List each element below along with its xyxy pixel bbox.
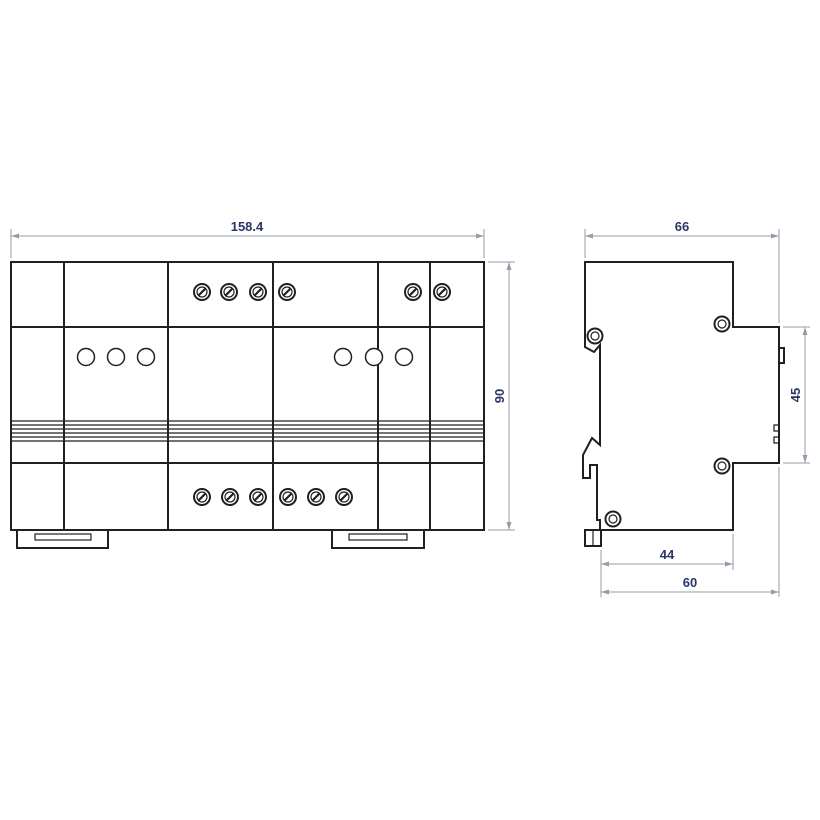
side-clip-tab <box>778 347 785 364</box>
front-height-label: 90 <box>492 389 507 403</box>
led-indicator-icon <box>333 347 353 367</box>
led-indicator-icon <box>394 347 414 367</box>
side-screw-icon <box>586 327 604 345</box>
screw-icon <box>306 487 326 507</box>
front-view <box>10 261 485 549</box>
screw-icon <box>219 282 239 302</box>
side-depth-66-dimension: 66 <box>584 219 780 323</box>
screw-icon <box>278 487 298 507</box>
screw-icon <box>403 282 423 302</box>
front-width-dimension: 158.4 <box>10 219 485 258</box>
side-depth-60-label: 60 <box>683 575 697 590</box>
side-depth-66-label: 66 <box>675 219 689 234</box>
side-view <box>582 261 785 547</box>
screw-icon <box>248 282 268 302</box>
side-depth-44-label: 44 <box>660 547 675 562</box>
front-width-label: 158.4 <box>231 219 264 234</box>
led-indicator-icon <box>76 347 96 367</box>
side-body-outline <box>582 261 780 531</box>
front-height-dimension: 90 <box>488 261 515 531</box>
screw-icon <box>334 487 354 507</box>
led-indicator-icon <box>364 347 384 367</box>
led-indicator-icon <box>136 347 156 367</box>
side-height-45-dimension: 45 <box>783 326 810 464</box>
screw-icon <box>432 282 452 302</box>
top-terminal-screws <box>192 282 452 302</box>
side-depth-60-dimension: 60 <box>601 467 780 597</box>
screw-icon <box>220 487 240 507</box>
side-latch-notch <box>773 424 779 444</box>
side-height-45-label: 45 <box>788 388 803 402</box>
screw-icon <box>192 282 212 302</box>
led-indicators <box>76 347 414 367</box>
front-grill-band <box>11 420 484 442</box>
screw-icon <box>248 487 268 507</box>
side-screw-icon <box>713 457 731 475</box>
front-body-outline <box>10 261 485 531</box>
din-rail-clip-right <box>331 529 425 549</box>
screw-icon <box>192 487 212 507</box>
din-rail-clip-left <box>16 529 109 549</box>
screw-icon <box>277 282 297 302</box>
side-screw-icon <box>713 315 731 333</box>
front-module-dividers <box>63 262 431 530</box>
side-depth-44-dimension: 44 <box>600 534 734 597</box>
side-screw-icon <box>604 510 622 528</box>
led-indicator-icon <box>106 347 126 367</box>
